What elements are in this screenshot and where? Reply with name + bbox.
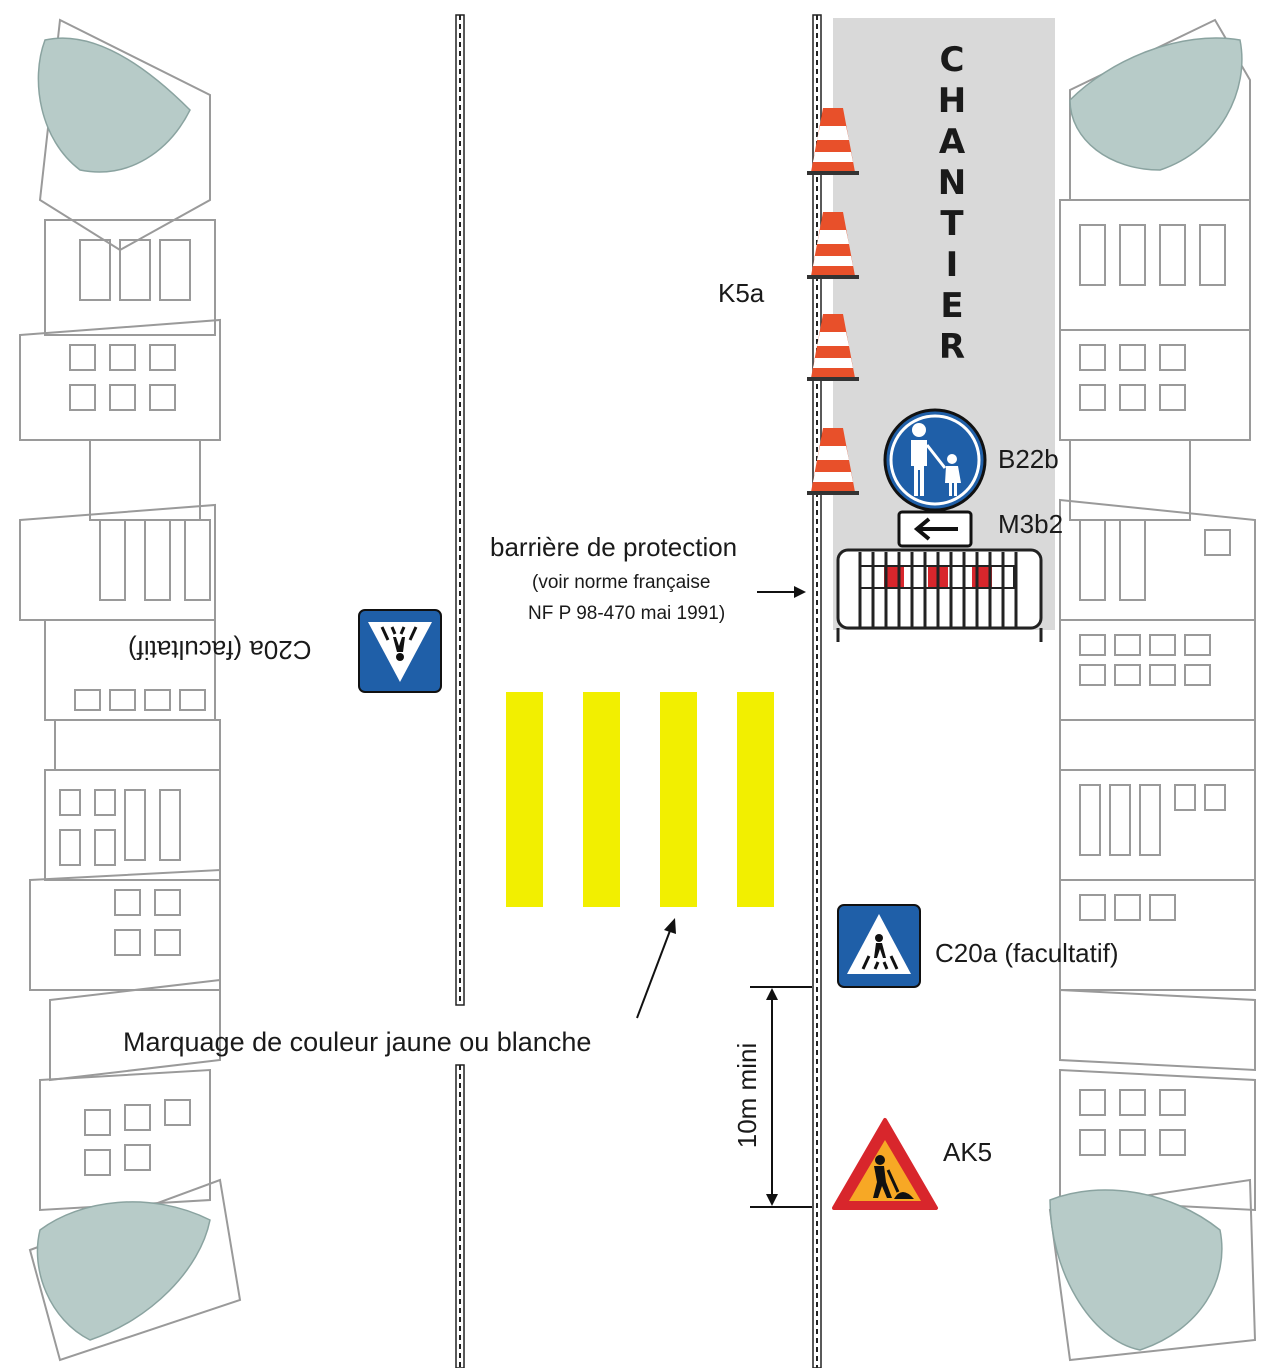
crossing-stripe <box>506 692 543 907</box>
right-foliage <box>1049 37 1243 1351</box>
c20a-left-label: C20a (facultatif) <box>128 635 312 665</box>
chantier-letter: T <box>940 204 964 244</box>
right-buildings <box>1048 18 1257 1362</box>
chantier-letter: I <box>945 245 959 285</box>
ak5-label: AK5 <box>943 1137 993 1167</box>
roadworks-sign-icon <box>832 1118 938 1210</box>
kerb-right <box>812 14 822 1368</box>
barriere-note-2: NF P 98-470 mai 1991) <box>528 603 726 624</box>
cone-icon <box>807 428 859 495</box>
distance-label: 10m mini <box>732 1042 763 1149</box>
distance-dimension <box>750 986 812 1208</box>
chantier-letter: C <box>939 40 965 80</box>
chantier-letter: N <box>937 163 967 203</box>
cone-icon <box>807 108 859 175</box>
m3b2-label: M3b2 <box>998 509 1064 539</box>
chantier-letter: H <box>937 81 967 121</box>
barrier-icon <box>836 548 1043 642</box>
left-buildings <box>19 18 242 1362</box>
cone-icon <box>807 212 859 279</box>
barriere-title: barrière de protection <box>490 532 738 562</box>
crossing-stripe <box>660 692 697 907</box>
barriere-note-1: (voir norme française <box>532 572 711 593</box>
crossing-stripe <box>737 692 774 907</box>
chantier-letter: R <box>938 327 966 367</box>
marquage-pointer-arrow <box>636 918 676 1019</box>
crossing-stripe <box>583 692 620 907</box>
chantier-letter: E <box>940 286 964 326</box>
chantier-letter: A <box>938 122 966 162</box>
c20a-right-label: C20a (facultatif) <box>935 938 1119 968</box>
marquage-label: Marquage de couleur jaune ou blanche <box>123 1027 592 1057</box>
crosswalk-sign-icon <box>837 904 921 988</box>
barrier-pointer-arrow <box>757 586 806 598</box>
kerb-left <box>455 14 465 1368</box>
left-foliage <box>36 37 211 1341</box>
b22b-label: B22b <box>998 444 1059 474</box>
k5a-label: K5a <box>718 278 765 308</box>
crosswalk-sign-icon <box>358 609 442 693</box>
crossing-marking <box>506 692 774 907</box>
pedestrian-sign-icon <box>883 408 987 512</box>
arrow-left-icon <box>897 510 973 548</box>
cone-icon <box>807 314 859 381</box>
chantier-label: C H A N T I E R <box>930 40 974 368</box>
